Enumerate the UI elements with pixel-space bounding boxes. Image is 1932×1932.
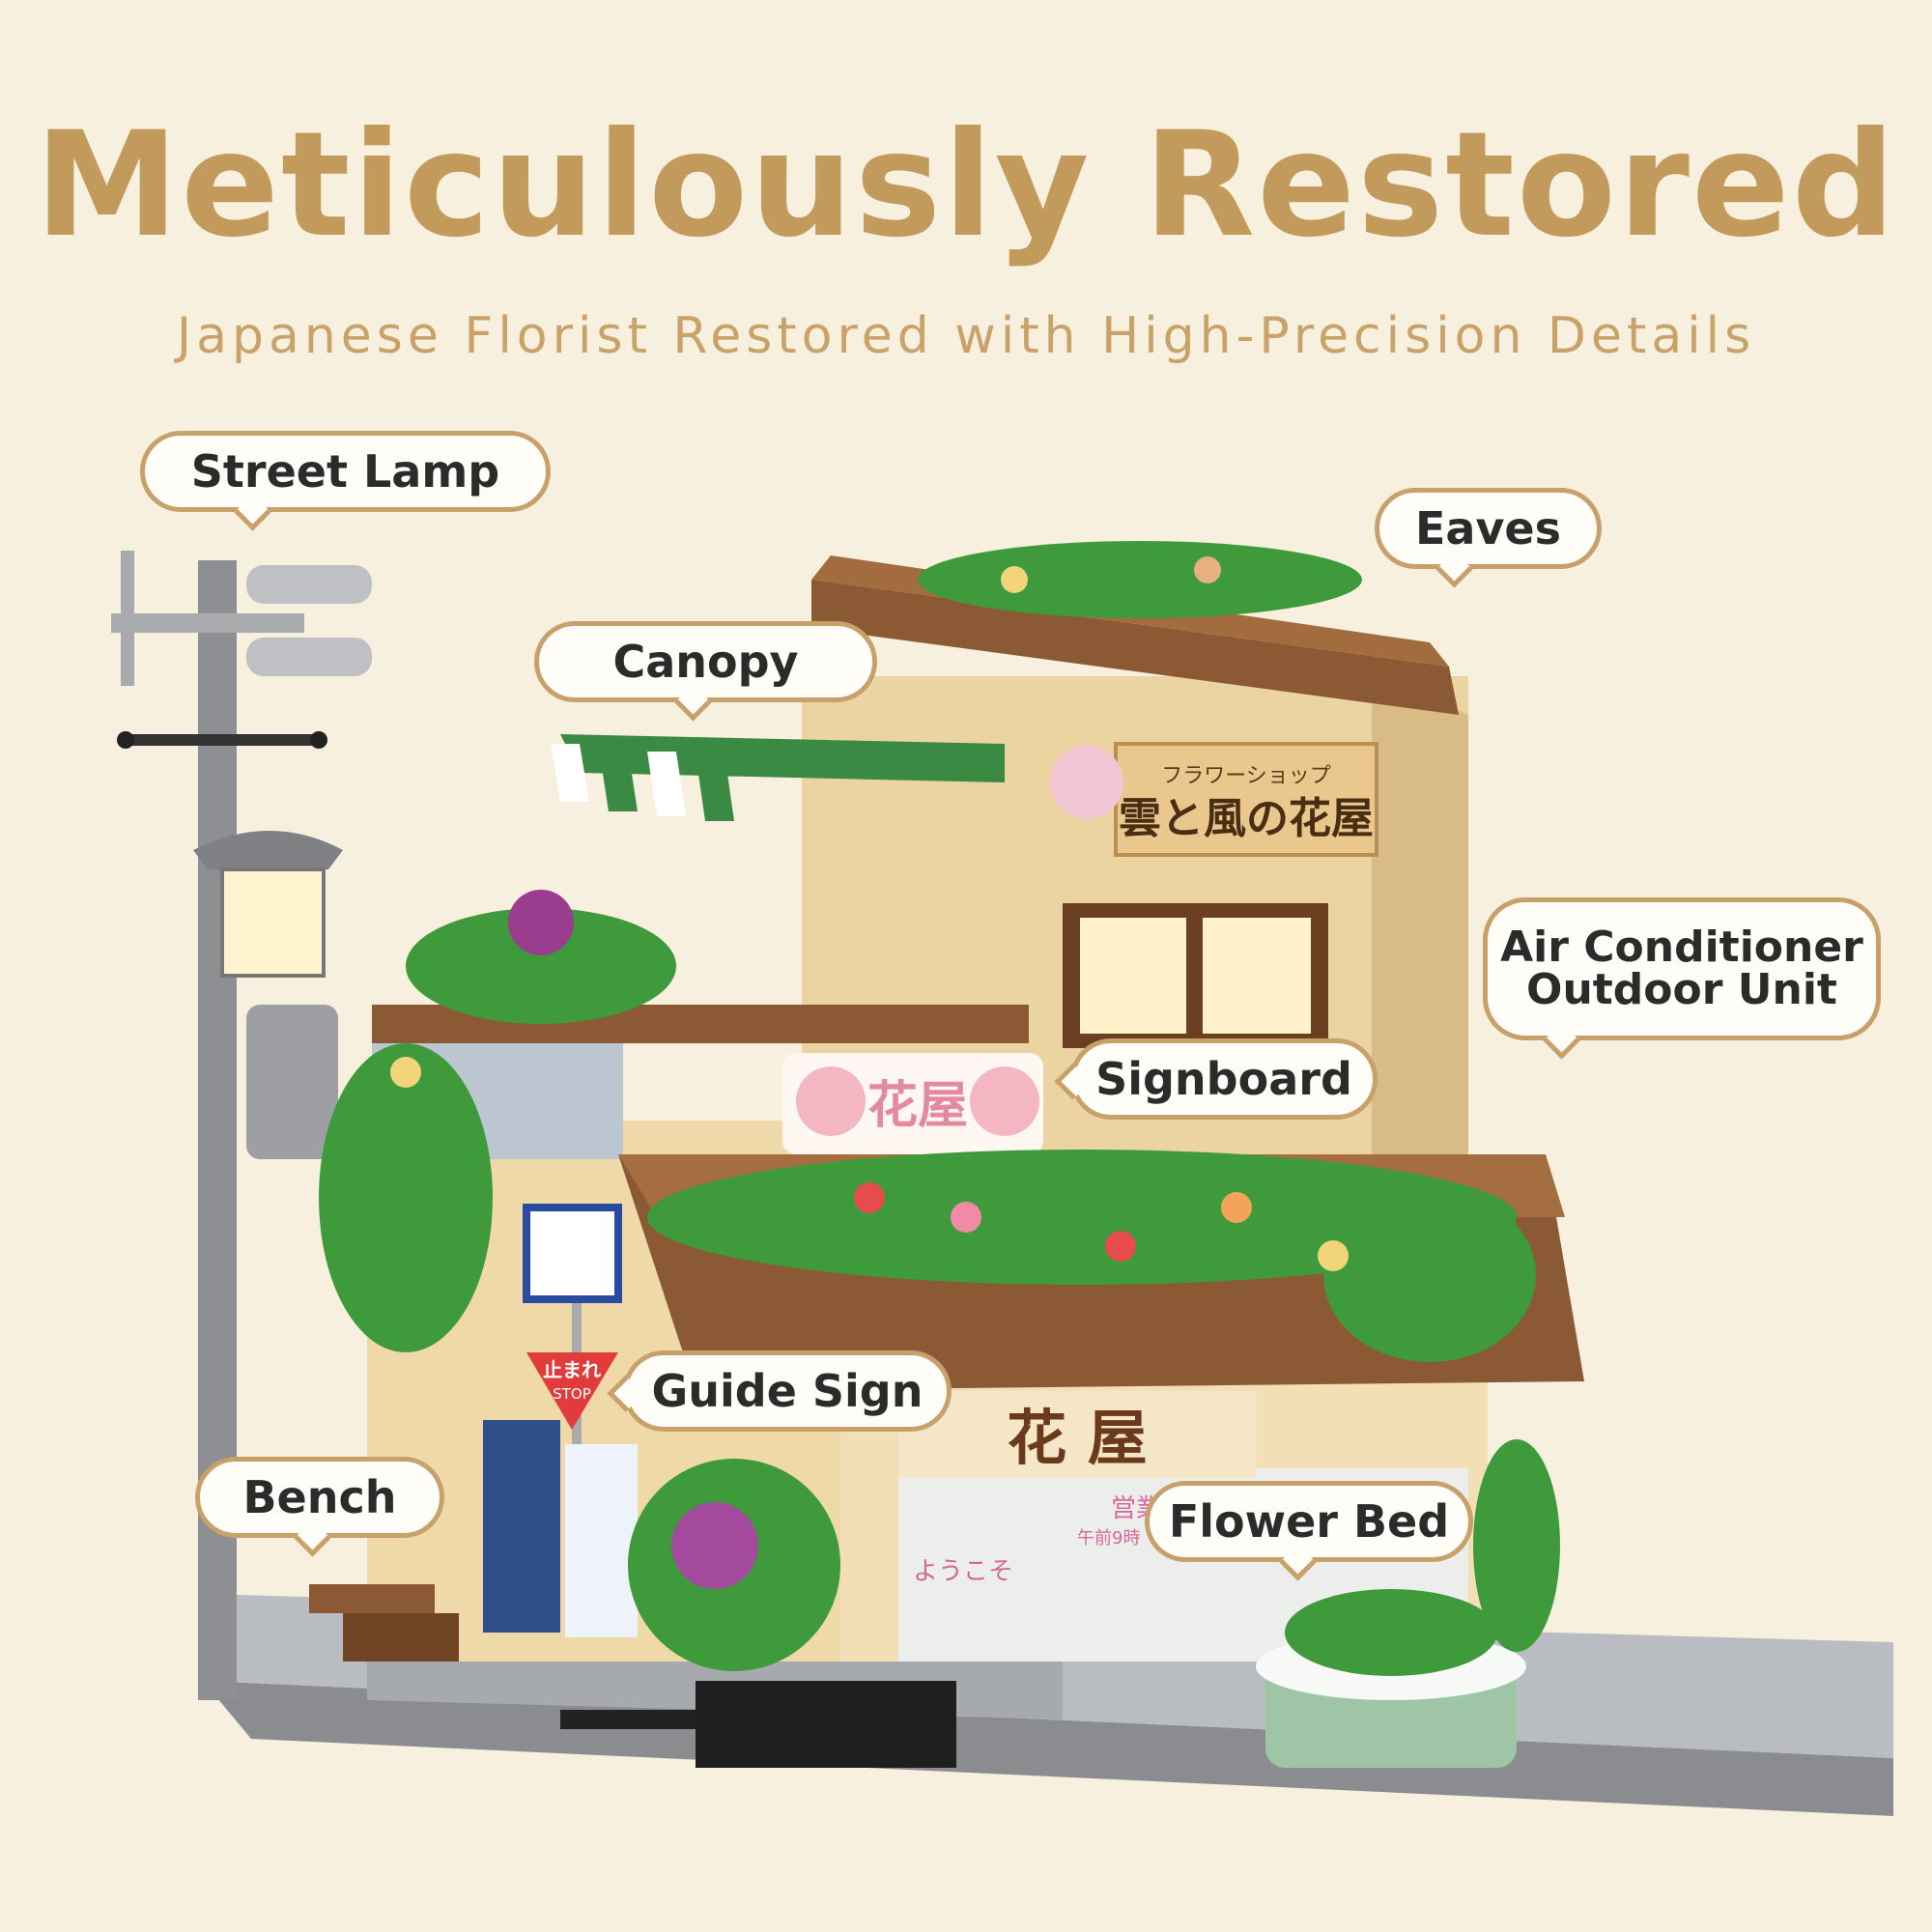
callout-street-lamp-label: Street Lamp [190, 445, 500, 497]
shop-name-plate: フラワーショップ 雲と風の花屋 [1114, 742, 1378, 857]
shop-name-text: 雲と風の花屋 [1119, 794, 1374, 843]
callout-air-conditioner-line2: Outdoor Unit [1526, 965, 1837, 1014]
callout-flower-bed: Flower Bed [1145, 1481, 1473, 1562]
hours-sub-text: 午前9時 [1077, 1528, 1140, 1548]
callout-flower-bed-label: Flower Bed [1168, 1495, 1450, 1548]
callout-bench: Bench [195, 1457, 444, 1538]
callout-bench-label: Bench [242, 1471, 397, 1523]
upper-windows [1063, 903, 1328, 1048]
storefront-text: 花 屋 [1007, 1403, 1148, 1473]
stop-sign-jp-text: 止まれ [543, 1358, 601, 1381]
callout-guide-sign-label: Guide Sign [651, 1365, 923, 1417]
welcome-text: ようこそ [913, 1557, 1013, 1586]
canopy-awning [551, 734, 1005, 821]
callout-canopy-label: Canopy [612, 636, 799, 688]
callout-eaves-label: Eaves [1414, 502, 1562, 554]
callout-signboard: Signboard [1070, 1038, 1378, 1120]
callout-signboard-label: Signboard [1095, 1053, 1352, 1105]
stop-sign-en-text: STOP [553, 1385, 591, 1403]
callout-canopy: Canopy [534, 621, 877, 702]
signboard-text: 花屋 [867, 1077, 968, 1135]
guide-sign-post: 止まれ STOP [523, 1204, 638, 1637]
callout-eaves: Eaves [1375, 488, 1602, 569]
callout-air-conditioner-line1: Air Conditioner [1500, 923, 1863, 972]
signboard-panel: 花屋 [782, 1053, 1043, 1154]
black-planter [560, 1681, 956, 1768]
shop-katakana-text: フラワーショップ [1161, 764, 1331, 788]
callout-street-lamp: Street Lamp [140, 431, 551, 512]
bench [309, 1584, 459, 1662]
callout-air-conditioner: Air Conditioner Outdoor Unit [1483, 897, 1881, 1040]
page-subtitle: Japanese Florist Restored with High-Prec… [176, 307, 1756, 365]
storefront-banner: 花 屋 営業時 午前9時 ようこそ [898, 1391, 1256, 1586]
foliage-and-flowers [319, 541, 1560, 1676]
callout-guide-sign: Guide Sign [623, 1350, 952, 1432]
page-title: Meticulously Restored [34, 101, 1898, 270]
